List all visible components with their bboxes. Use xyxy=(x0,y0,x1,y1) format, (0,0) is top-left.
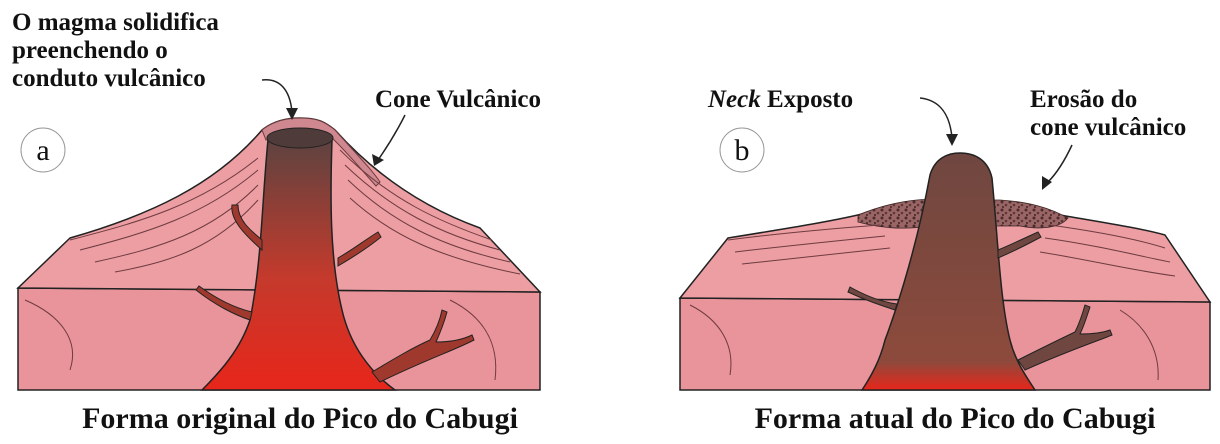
cone-arrow-a xyxy=(378,115,405,160)
neck-callout-a-line1: O magma solidifica xyxy=(12,9,219,36)
erosion-arrow-b-head xyxy=(1042,176,1052,190)
panel-a: a O magma solidifica preenchendo o condu… xyxy=(12,9,541,435)
erosion-arrow-b xyxy=(1048,145,1072,182)
neck-arrow-b-head xyxy=(946,134,958,146)
cone-callout-a: Cone Vulcânico xyxy=(375,86,541,113)
panel-b: b Neck Exposto Erosão do cone vulcânico … xyxy=(680,86,1210,435)
panel-a-letter: a xyxy=(36,134,49,167)
erosion-callout-b-line2: cone vulcânico xyxy=(1030,114,1186,141)
neck-callout-a-line2: preenchendo o xyxy=(12,37,168,64)
cone-arrow-a-head xyxy=(372,154,384,166)
caption-b: Forma atual do Pico do Cabugi xyxy=(755,402,1156,435)
erosion-callout-b-line1: Erosão do xyxy=(1030,86,1137,113)
neck-arrow-a xyxy=(262,80,292,112)
caption-a: Forma original do Pico do Cabugi xyxy=(82,402,518,435)
neck-arrow-b xyxy=(920,98,952,138)
panel-b-letter: b xyxy=(735,134,750,167)
neck-callout-a-line3: conduto vulcânico xyxy=(12,65,206,92)
crater-cap-a xyxy=(267,128,333,148)
neck-callout-b: Neck Exposto xyxy=(707,86,853,113)
